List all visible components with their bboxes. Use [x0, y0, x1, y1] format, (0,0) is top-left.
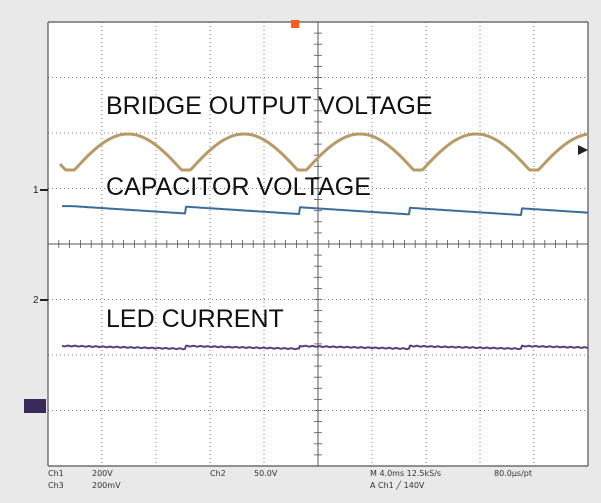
- trigger-level-arrow: [578, 145, 588, 155]
- ch3-name: Ch3: [48, 481, 64, 490]
- ch1-scale: 200V: [92, 469, 113, 478]
- capacitor-voltage-trace: [62, 205, 589, 216]
- graticule: [47, 21, 589, 467]
- ch3-scale: 200mV: [92, 481, 121, 490]
- ch2-scale: 50.0V: [254, 469, 278, 478]
- timebase-readout: M 4.0ms 12.5kS/s: [370, 469, 442, 478]
- trigger-readout: A Ch1 ╱ 140V: [370, 481, 425, 490]
- ch3-reference-marker: [24, 399, 46, 413]
- ch1-name: Ch1: [48, 469, 64, 478]
- bridge-output-voltage-trace: [58, 132, 589, 172]
- ch1-marker-label: 1: [33, 185, 39, 196]
- bridge-output-voltage-label: BRIDGE OUTPUT VOLTAGE: [106, 92, 433, 120]
- ch2-marker-label: 2: [33, 295, 39, 306]
- led-current-label: LED CURRENT: [106, 305, 284, 333]
- record-rate-readout: 80.0µs/pt: [494, 469, 532, 478]
- led-current-trace: [61, 344, 589, 351]
- trigger-position-marker: [291, 20, 299, 28]
- ch2-name: Ch2: [210, 469, 226, 478]
- capacitor-voltage-label: CAPACITOR VOLTAGE: [106, 173, 371, 201]
